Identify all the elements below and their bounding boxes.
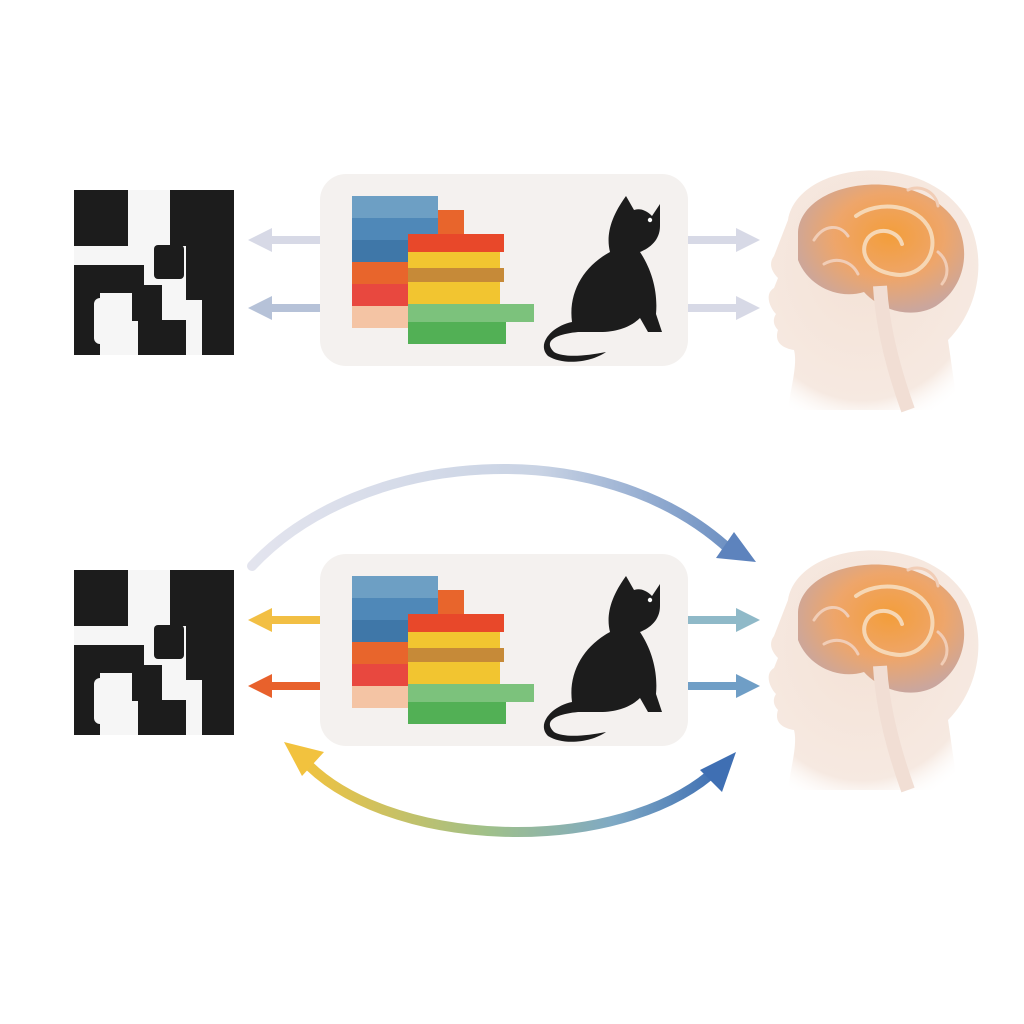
arrow-left-top [248, 228, 320, 252]
arrow-right-teal [688, 608, 760, 632]
curved-arrow-top [247, 464, 756, 571]
human-head-brain-icon [769, 170, 979, 410]
arrow-left-bottom [248, 296, 320, 320]
checker-pattern-icon [74, 570, 234, 735]
top-diagram [74, 170, 978, 410]
arrow-right-bottom [688, 296, 760, 320]
arrow-right-blue [688, 674, 760, 698]
human-head-brain-icon [769, 550, 979, 790]
arrow-left-yellow [248, 608, 320, 632]
bottom-diagram [74, 464, 979, 837]
checker-pattern-icon [74, 190, 234, 355]
curved-arrow-bottom [284, 742, 736, 837]
arrow-left-orange [248, 674, 320, 698]
arrow-right-top [688, 228, 760, 252]
